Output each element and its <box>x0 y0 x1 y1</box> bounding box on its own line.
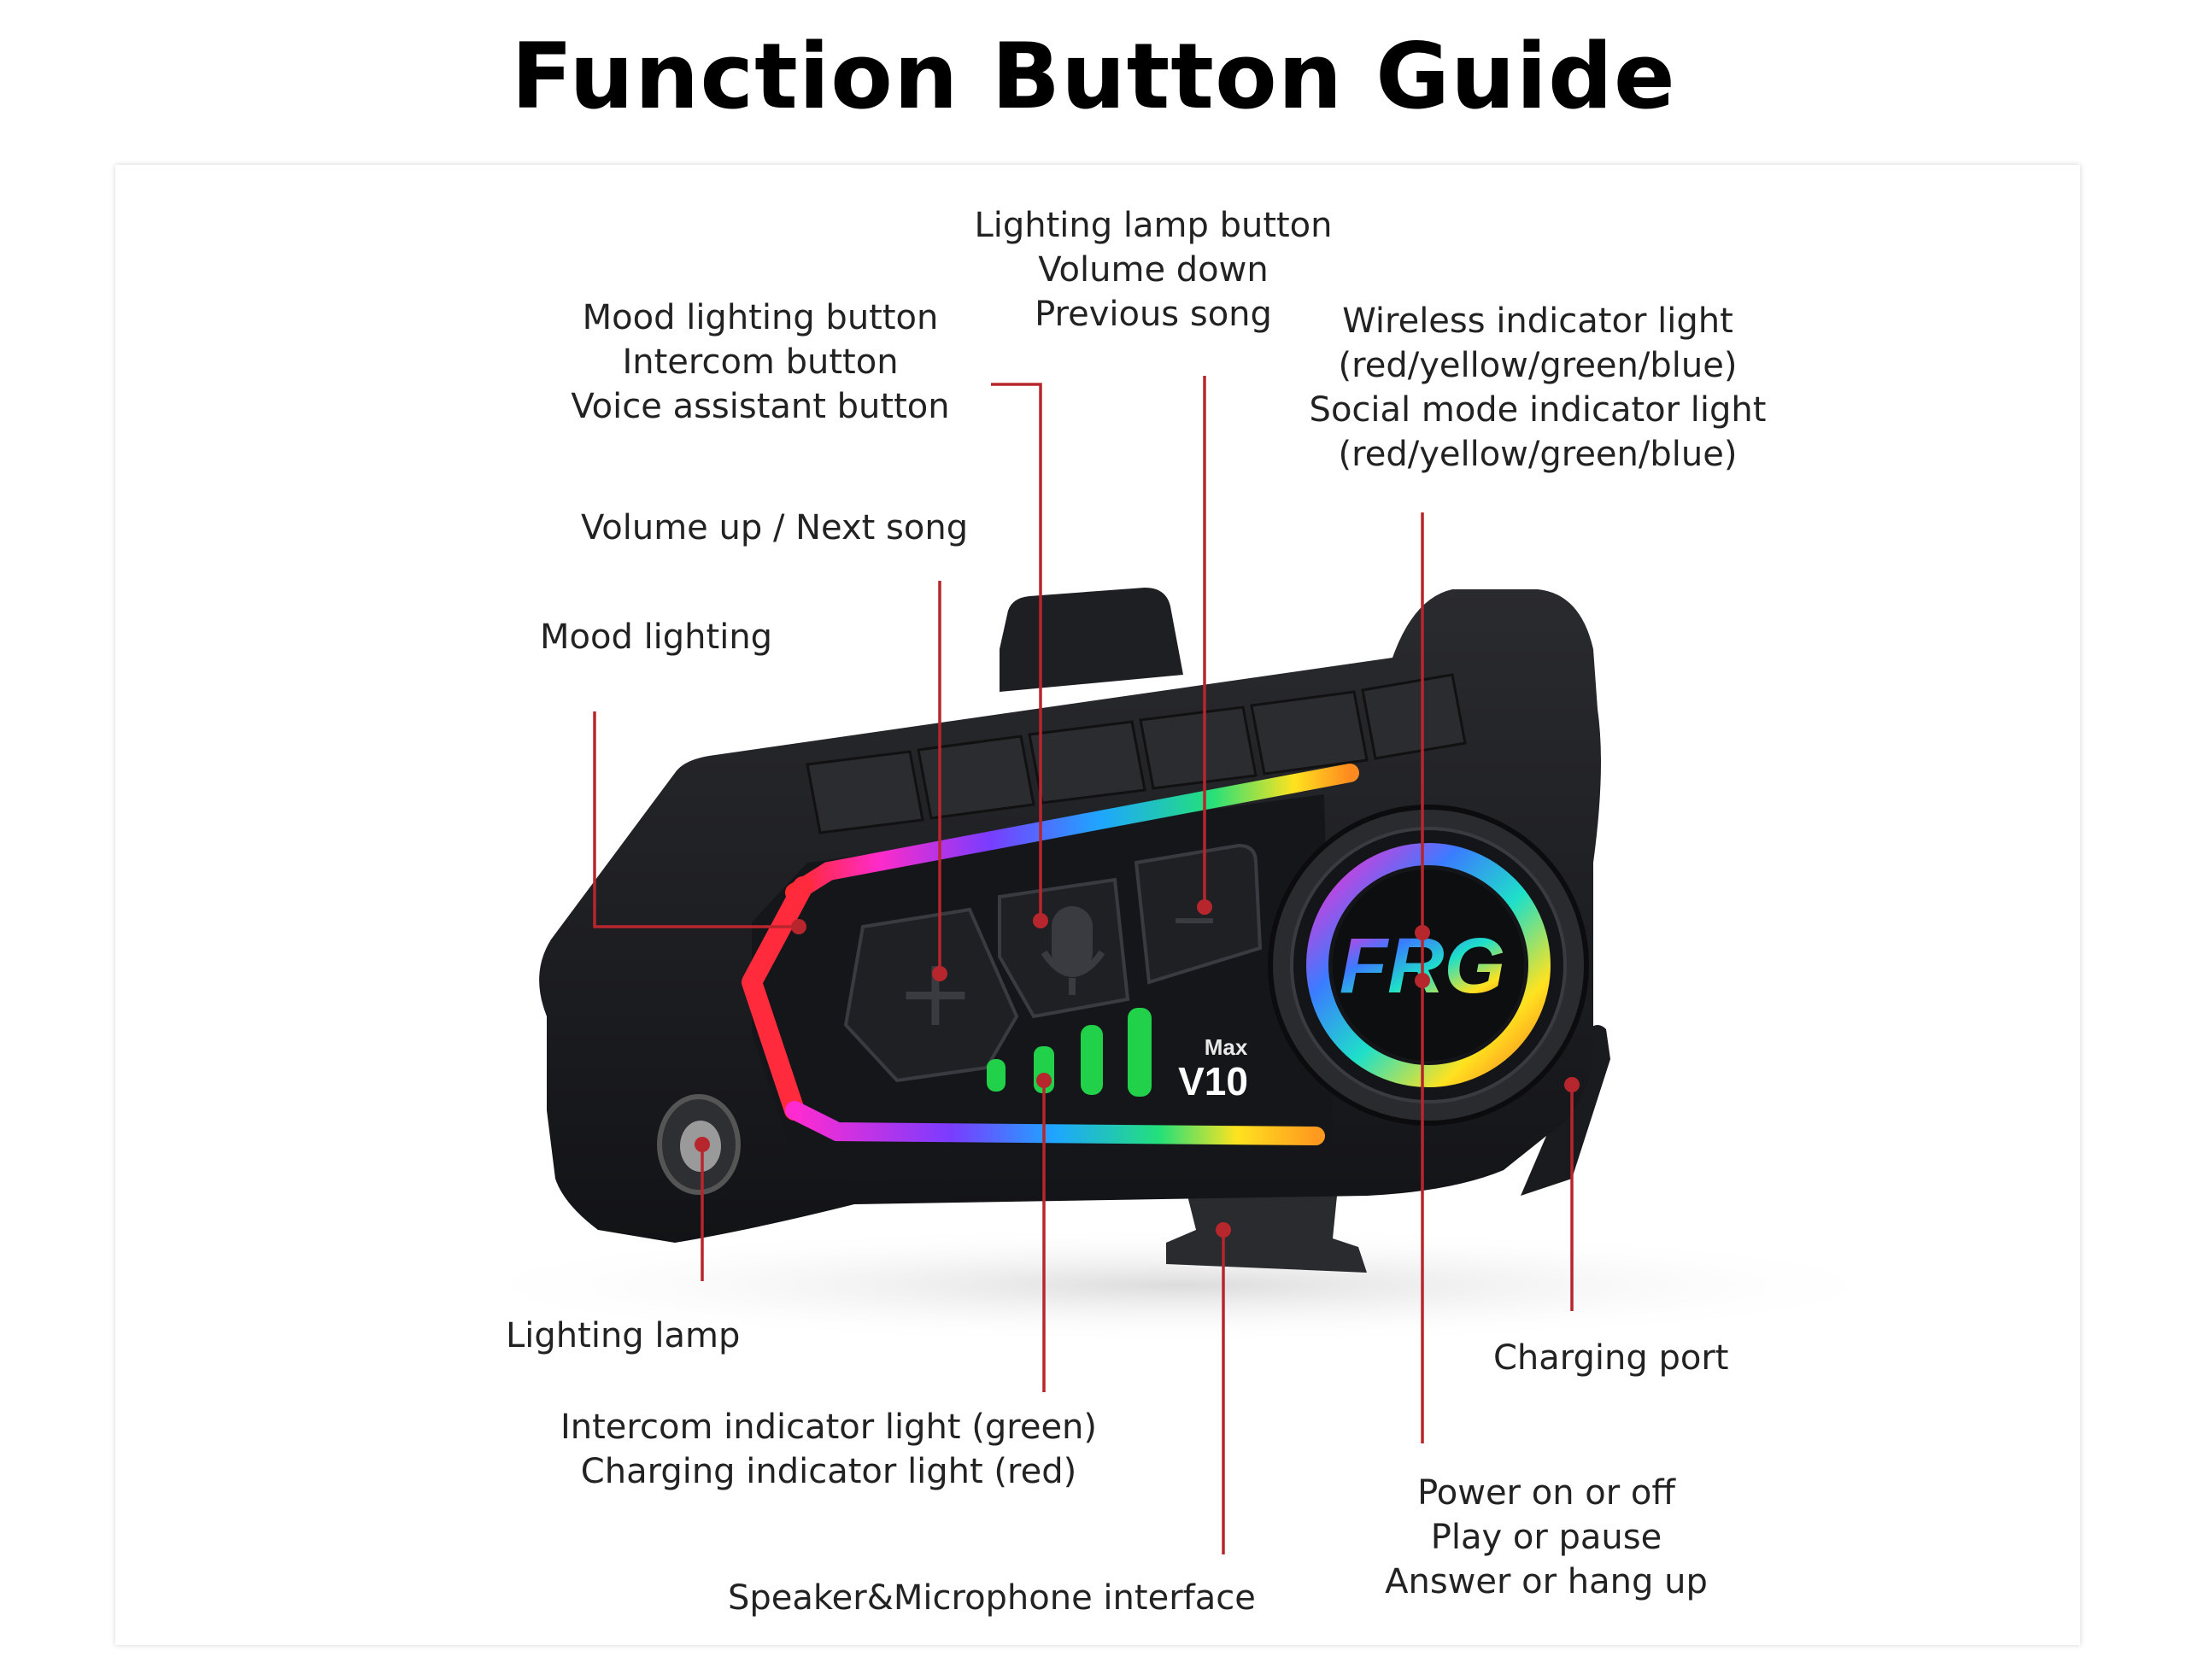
label-volume-up: Volume up / Next song <box>581 508 969 547</box>
label-lighting-lamp-button: Lighting lamp button Volume down Previou… <box>974 206 1333 334</box>
label-mood-lighting-button: Mood lighting button Intercom button Voi… <box>571 298 950 426</box>
label-power: Power on or off Play or pause Answer or … <box>1385 1473 1708 1601</box>
label-intercom-indicator: Intercom indicator light (green) Chargin… <box>560 1408 1098 1491</box>
minus-button-glyph: − <box>1170 884 1220 954</box>
bottom-mount <box>1166 1196 1367 1273</box>
mood-light-strip-bottom <box>785 1101 1325 1145</box>
top-button-row <box>806 673 1467 834</box>
mood-light-strip-left <box>742 876 813 1121</box>
label-charging-port: Charging port <box>1493 1338 1729 1378</box>
leader-dots <box>695 899 1580 1238</box>
social-mode-ring-light <box>1306 843 1551 1087</box>
label-mood-lighting: Mood lighting <box>540 618 773 657</box>
top-clip <box>1000 588 1183 692</box>
page-title: Function Button Guide <box>511 24 1676 129</box>
label-speaker-interface: Speaker&Microphone interface <box>728 1578 1256 1618</box>
power-button[interactable] <box>1333 869 1524 1061</box>
model-small: Max <box>1205 1034 1248 1060</box>
label-wireless-indicator: Wireless indicator light (red/yellow/gre… <box>1309 301 1767 474</box>
floor-shadow <box>427 1226 1931 1345</box>
model-main: V10 <box>1178 1059 1248 1103</box>
label-lighting-lamp: Lighting lamp <box>506 1316 741 1355</box>
minus-button[interactable] <box>1134 843 1263 985</box>
microphone-icon <box>1041 906 1105 995</box>
plus-button-glyph: + <box>896 938 975 1047</box>
